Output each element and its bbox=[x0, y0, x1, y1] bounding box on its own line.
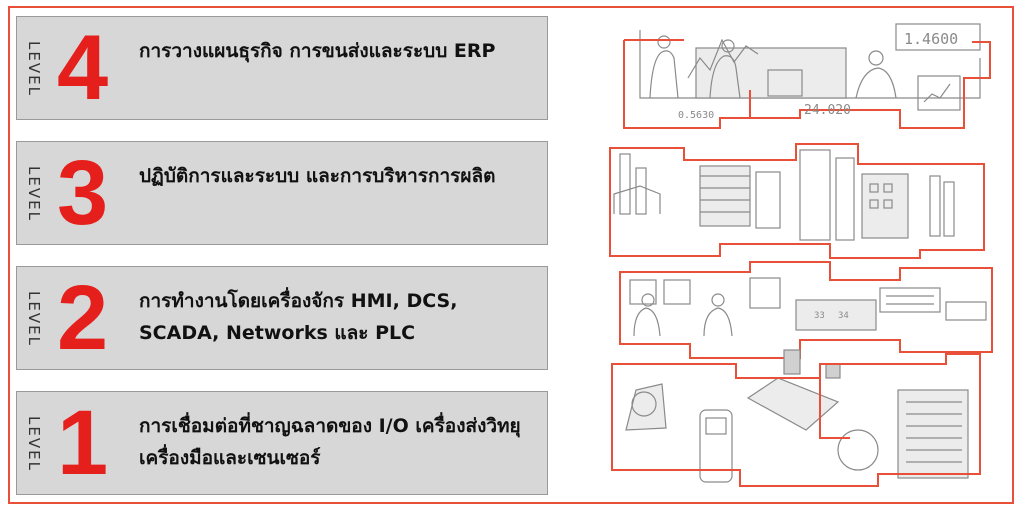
level-1-panel: LEVEL 1 การเชื่อมต่อที่ชาญฉลาดของ I/O เค… bbox=[16, 391, 548, 495]
readout-panel-a: 33 bbox=[814, 311, 825, 321]
level-1-number: 1 bbox=[57, 392, 109, 494]
tier-plant-lines bbox=[609, 143, 985, 259]
readout-panel-b: 34 bbox=[838, 311, 849, 321]
level-4-word: LEVEL bbox=[25, 41, 43, 97]
level-4-number: 4 bbox=[57, 17, 109, 119]
level-2-number: 2 bbox=[57, 267, 109, 369]
level-2-word: LEVEL bbox=[25, 291, 43, 347]
tier-field-lines bbox=[611, 353, 981, 487]
level-3-panel: LEVEL 3 ปฏิบัติการและระบบ และการบริหารกา… bbox=[16, 141, 548, 245]
level-3-description: ปฏิบัติการและระบบ และการบริหารการผลิต bbox=[139, 165, 496, 187]
industrial-automation-illustration: 1.4600 0.5630 24.020 33 34 bbox=[609, 23, 993, 487]
readout-left: 0.5630 bbox=[678, 110, 714, 121]
tier-control-lines bbox=[619, 261, 993, 359]
outer-frame bbox=[8, 6, 1014, 504]
readout-top-right: 1.4600 bbox=[904, 30, 958, 48]
level-1-description: การเชื่อมต่อที่ชาญฉลาดของ I/O เครื่องส่ง… bbox=[139, 415, 521, 469]
level-1-word: LEVEL bbox=[25, 416, 43, 472]
tier-plant-sketch bbox=[613, 149, 955, 241]
level-4-description: การวางแผนธุรกิจ การขนส่งและระบบ ERP bbox=[139, 40, 496, 62]
level-3-number: 3 bbox=[57, 142, 109, 244]
level-2-description: การทำงานโดยเครื่องจักร HMI, DCS, SCADA, … bbox=[139, 290, 458, 344]
tier-control-sketch bbox=[629, 277, 987, 337]
level-3-word: LEVEL bbox=[25, 166, 43, 222]
readout-center: 24.020 bbox=[804, 103, 851, 118]
tier-field-sketch bbox=[625, 349, 969, 483]
tier-business-lines bbox=[623, 39, 991, 129]
level-4-panel: LEVEL 4 การวางแผนธุรกิจ การขนส่งและระบบ … bbox=[16, 16, 548, 120]
level-2-panel: LEVEL 2 การทำงานโดยเครื่องจักร HMI, DCS,… bbox=[16, 266, 548, 370]
